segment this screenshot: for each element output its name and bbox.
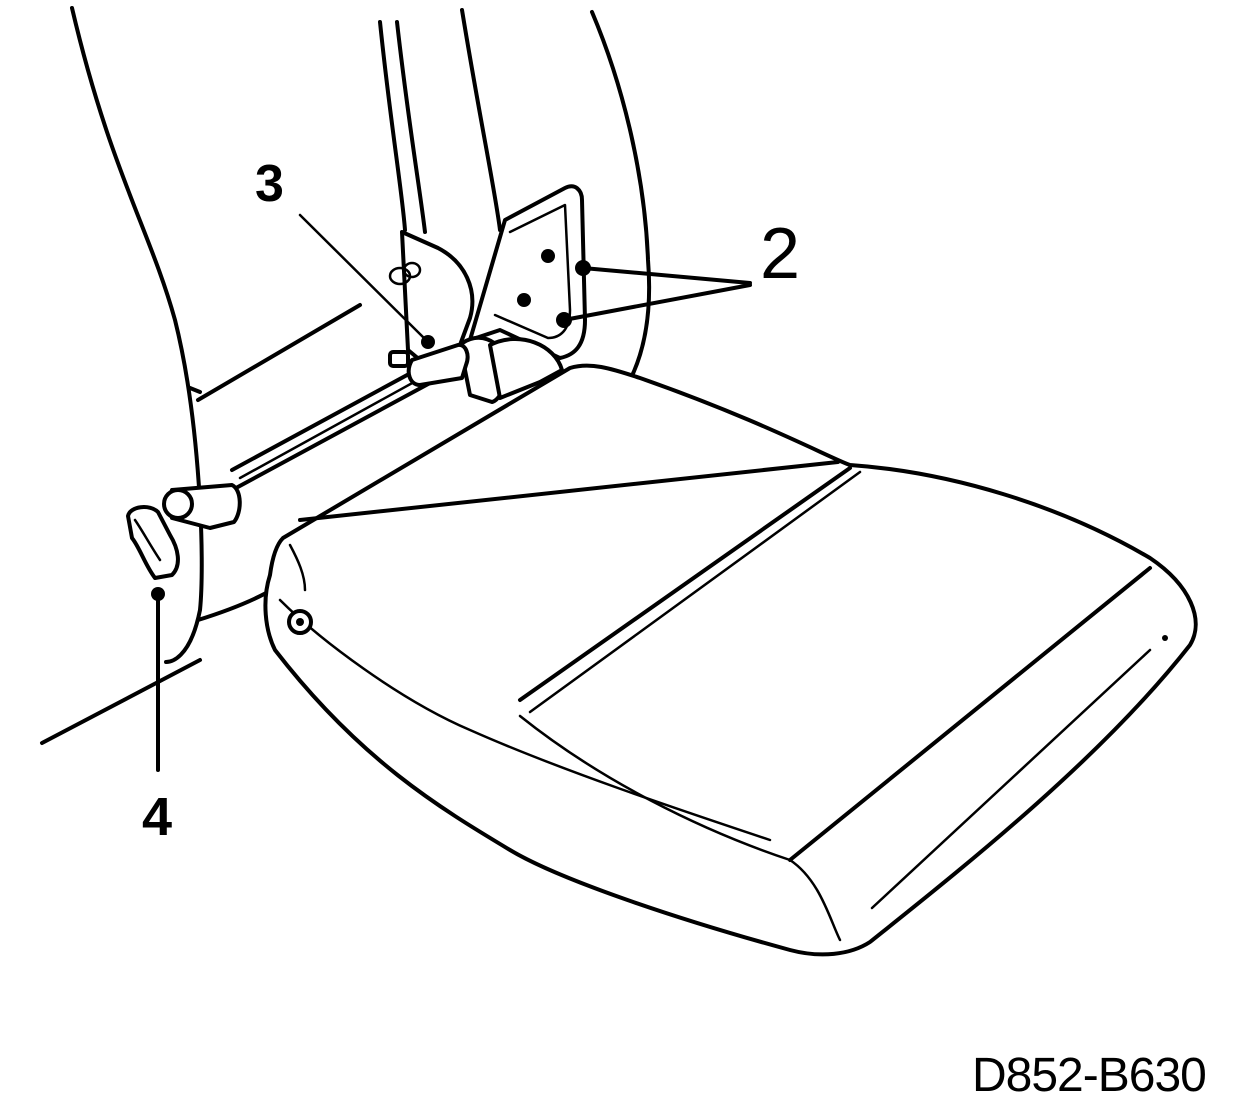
hinge-bracket bbox=[468, 184, 587, 360]
hinge-bracket-inner bbox=[493, 203, 572, 340]
seat-seam-front bbox=[298, 460, 840, 522]
hinge-plate-bolt-2 bbox=[402, 261, 422, 279]
backrest-outline-left bbox=[70, 6, 204, 664]
latch-lever bbox=[406, 343, 470, 387]
release-rod-bottom bbox=[234, 381, 432, 490]
backrest-lower-edge bbox=[196, 303, 362, 402]
seat-pivot-bolt-inner bbox=[296, 618, 304, 626]
callout-4: 4 bbox=[142, 787, 173, 847]
backrest-lower-edge-2 bbox=[188, 386, 202, 394]
pivot-cylinder-2 bbox=[488, 337, 564, 400]
floor-line bbox=[40, 658, 202, 745]
leader-line-2a bbox=[581, 266, 752, 285]
callout-2: 2 bbox=[760, 214, 801, 294]
release-rod-top bbox=[230, 366, 422, 472]
seat-cushion-side-edge bbox=[288, 543, 307, 592]
bolt-upper-b bbox=[517, 293, 531, 307]
seat-groove-right bbox=[788, 566, 1152, 862]
backrest-panel-curve bbox=[460, 8, 502, 232]
backrest-rail-outer bbox=[378, 20, 407, 232]
seat-groove-right-2 bbox=[870, 648, 1152, 910]
release-handle bbox=[126, 505, 180, 580]
bolt-upper-a bbox=[541, 249, 555, 263]
figure-code: D852-B630 bbox=[972, 1049, 1207, 1102]
backrest-right-edge bbox=[590, 10, 652, 382]
backrest-rail-inner bbox=[395, 20, 427, 234]
leader-line-2b bbox=[562, 283, 752, 322]
hinge-plate-left bbox=[400, 230, 475, 362]
seat-lower-curve bbox=[518, 714, 842, 942]
seat-cushion-outline bbox=[263, 363, 1198, 957]
release-rod-mid bbox=[238, 374, 427, 480]
callout-3: 3 bbox=[255, 155, 284, 213]
seat-cushion-front-edge bbox=[278, 598, 772, 842]
leader-line-3 bbox=[298, 213, 430, 344]
seat-seam-middle bbox=[518, 466, 852, 702]
seat-mark bbox=[1162, 635, 1168, 641]
release-handle-detail bbox=[133, 518, 162, 562]
lower-bracket-bolt bbox=[162, 488, 194, 520]
latch-lever-tab bbox=[388, 350, 410, 368]
seat-seam-middle-2 bbox=[528, 470, 862, 714]
